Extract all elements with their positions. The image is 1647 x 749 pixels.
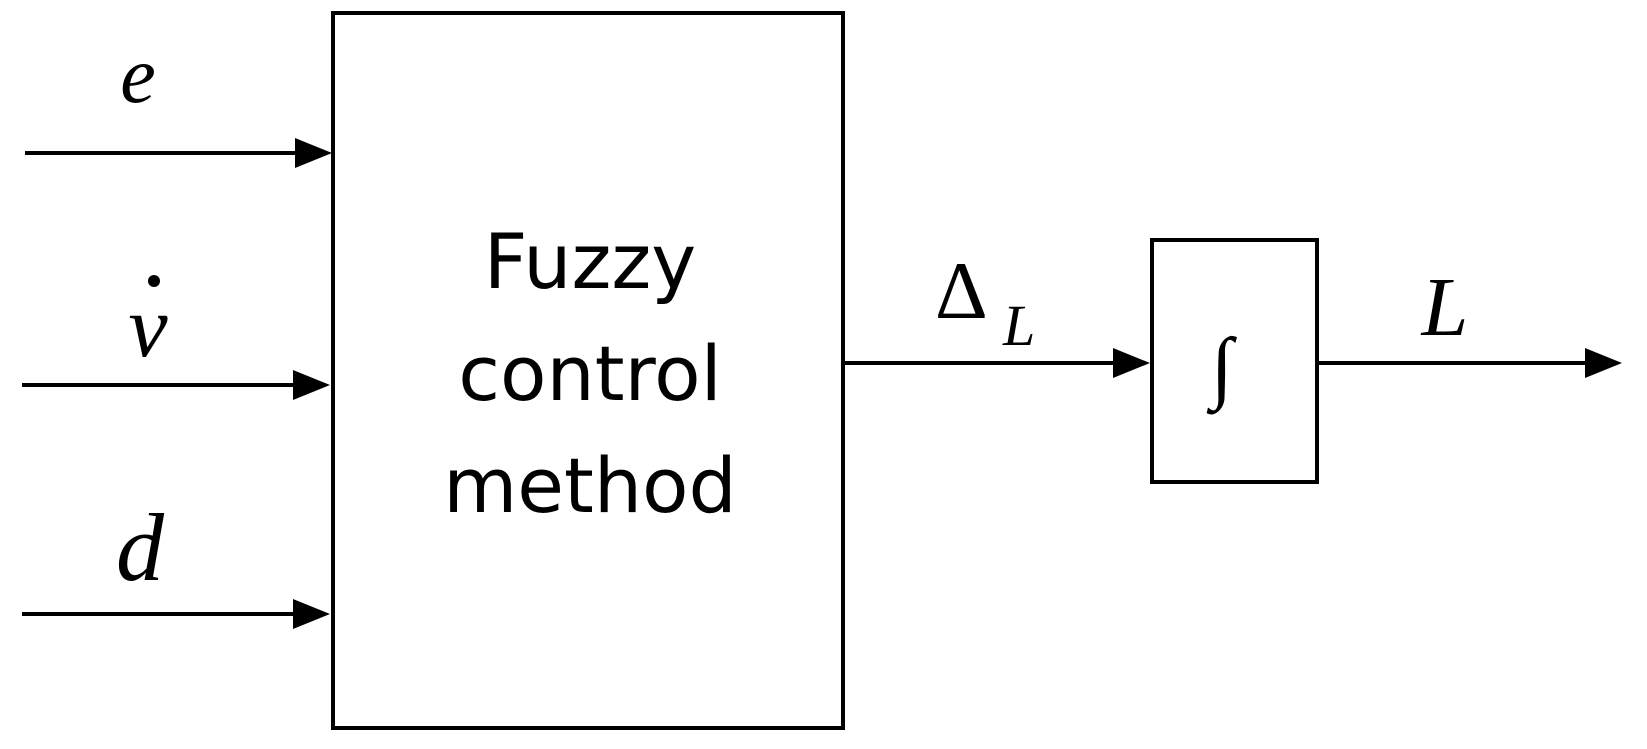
input-d-arrowhead bbox=[293, 599, 330, 629]
input-v-dot: v bbox=[22, 275, 330, 400]
fuzzy-control-block: Fuzzy control method bbox=[331, 11, 845, 730]
fuzzy-block-line-3: method bbox=[443, 441, 737, 530]
integrator-box bbox=[1150, 238, 1319, 484]
delta-l-connection: Δ L bbox=[845, 245, 1150, 378]
input-v-dot-arrowhead bbox=[293, 370, 330, 400]
input-d: d bbox=[22, 494, 330, 629]
input-e-label: e bbox=[120, 32, 156, 120]
input-e-arrowhead bbox=[295, 138, 332, 168]
input-v-label: v bbox=[128, 279, 168, 376]
fuzzy-block-line-1: Fuzzy bbox=[484, 217, 697, 306]
input-d-label: d bbox=[116, 494, 165, 601]
integrator-block: ∫ bbox=[1150, 238, 1319, 484]
output-l-arrowhead bbox=[1585, 348, 1622, 378]
delta-l-arrowhead bbox=[1113, 348, 1150, 378]
fuzzy-control-box bbox=[331, 11, 845, 730]
input-v-dot-mark bbox=[148, 275, 160, 287]
fuzzy-block-line-2: control bbox=[458, 329, 721, 418]
delta-symbol: Δ bbox=[935, 245, 988, 336]
output-l: L bbox=[1318, 261, 1622, 378]
output-l-label: L bbox=[1421, 261, 1469, 354]
input-e: e bbox=[25, 32, 332, 168]
integral-icon: ∫ bbox=[1206, 323, 1238, 415]
delta-subscript: L bbox=[1002, 293, 1035, 358]
